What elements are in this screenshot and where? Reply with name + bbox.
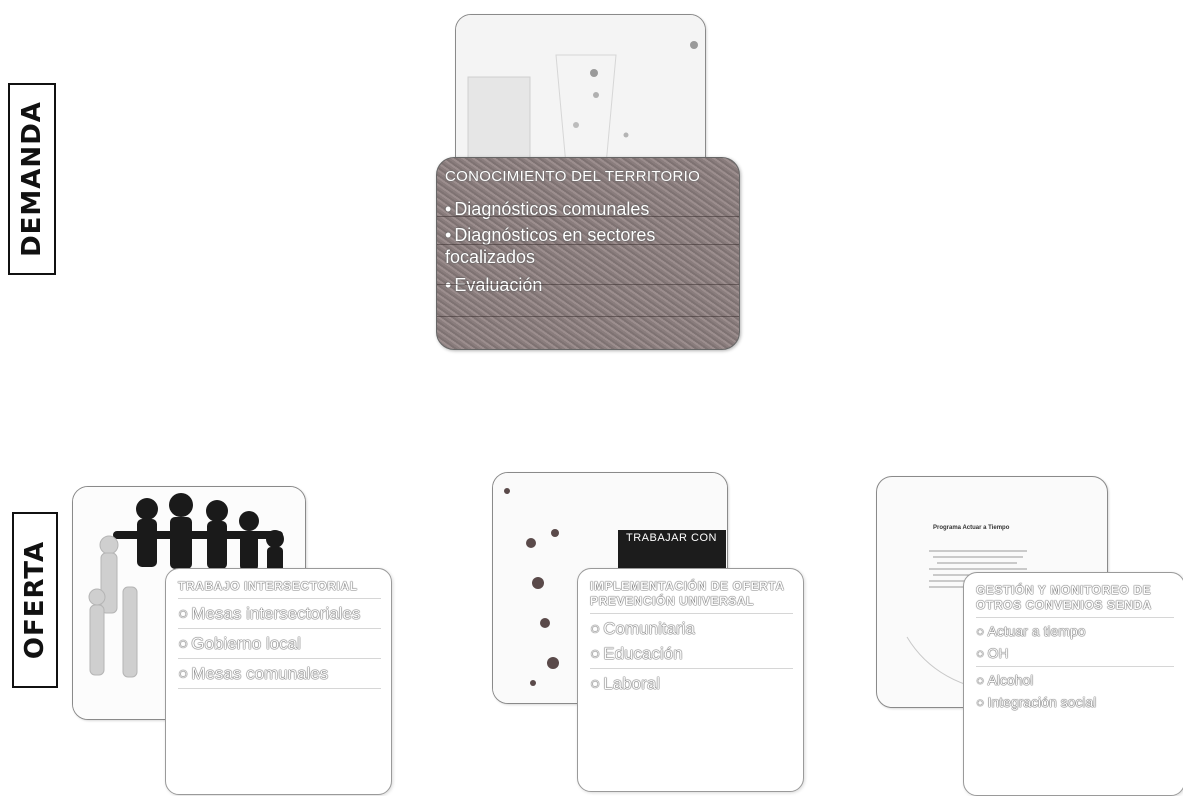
circle-bullet-icon: ○ bbox=[590, 644, 601, 663]
offer-item: ○Actuar a tiempo bbox=[976, 623, 1086, 639]
offer-item: ○Mesas comunales bbox=[178, 664, 329, 683]
demand-item: •Diagnósticos en sectores focalizados bbox=[445, 225, 656, 267]
prevention-photo-caption: TRABAJAR CON bbox=[618, 530, 726, 570]
oferta-label: OFERTA bbox=[12, 512, 58, 688]
demand-knowledge-card: CONOCIMIENTO DEL TERRITORIO •Diagnóstico… bbox=[436, 157, 740, 350]
circle-bullet-icon: ○ bbox=[590, 619, 601, 638]
intersectoral-card: TRABAJO INTERSECTORIAL ○Mesas intersecto… bbox=[165, 568, 392, 795]
bullet-icon: • bbox=[445, 225, 452, 245]
circle-bullet-icon: ○ bbox=[178, 664, 189, 683]
offer-item: ○Comunitaria bbox=[590, 619, 695, 638]
offer-item: ○OH bbox=[976, 645, 1009, 661]
circle-bullet-icon: ○ bbox=[976, 623, 985, 639]
demanda-label: DEMANDA bbox=[8, 83, 56, 275]
offer-item: ○Laboral bbox=[590, 674, 660, 693]
divider bbox=[178, 598, 381, 599]
offer-item: ○Gobierno local bbox=[178, 634, 301, 653]
senda-card-title: GESTIÓN Y MONITOREO DE OTROS CONVENIOS S… bbox=[976, 583, 1152, 612]
oferta-label-text: OFERTA bbox=[20, 540, 51, 660]
prevention-card-title: IMPLEMENTACIÓN DE OFERTA PREVENCIÓN UNIV… bbox=[590, 579, 785, 608]
circle-bullet-icon: ○ bbox=[976, 645, 985, 661]
demand-item: •Diagnósticos comunales bbox=[445, 199, 650, 219]
senda-photo-heading: Programa Actuar a Tiempo bbox=[933, 525, 1010, 531]
divider bbox=[976, 666, 1174, 667]
offer-item: ○Educación bbox=[590, 644, 683, 663]
divider bbox=[178, 628, 381, 629]
demand-photo bbox=[455, 14, 706, 184]
demand-card-title: CONOCIMIENTO DEL TERRITORIO bbox=[445, 168, 701, 185]
bullet-icon: • bbox=[445, 275, 452, 295]
senda-card: GESTIÓN Y MONITOREO DE OTROS CONVENIOS S… bbox=[963, 572, 1183, 796]
divider bbox=[178, 688, 381, 689]
offer-item: ○Mesas intersectoriales bbox=[178, 604, 361, 623]
prevention-card: IMPLEMENTACIÓN DE OFERTA PREVENCIÓN UNIV… bbox=[577, 568, 804, 792]
demand-item: •Evaluación bbox=[445, 275, 543, 295]
circle-bullet-icon: ○ bbox=[178, 634, 189, 653]
intersectoral-card-title: TRABAJO INTERSECTORIAL bbox=[178, 579, 358, 593]
circle-bullet-icon: ○ bbox=[976, 672, 985, 688]
offer-item: ○Integración social bbox=[976, 694, 1097, 710]
circle-bullet-icon: ○ bbox=[590, 674, 601, 693]
circle-bullet-icon: ○ bbox=[976, 694, 985, 710]
demand-photo-illustration bbox=[456, 15, 705, 183]
divider bbox=[590, 668, 793, 669]
circle-bullet-icon: ○ bbox=[178, 604, 189, 623]
bullet-icon: • bbox=[445, 199, 452, 219]
divider bbox=[590, 613, 793, 614]
demanda-label-text: DEMANDA bbox=[17, 101, 47, 257]
divider bbox=[178, 658, 381, 659]
divider bbox=[976, 617, 1174, 618]
offer-item: ○Alcohol bbox=[976, 672, 1034, 688]
